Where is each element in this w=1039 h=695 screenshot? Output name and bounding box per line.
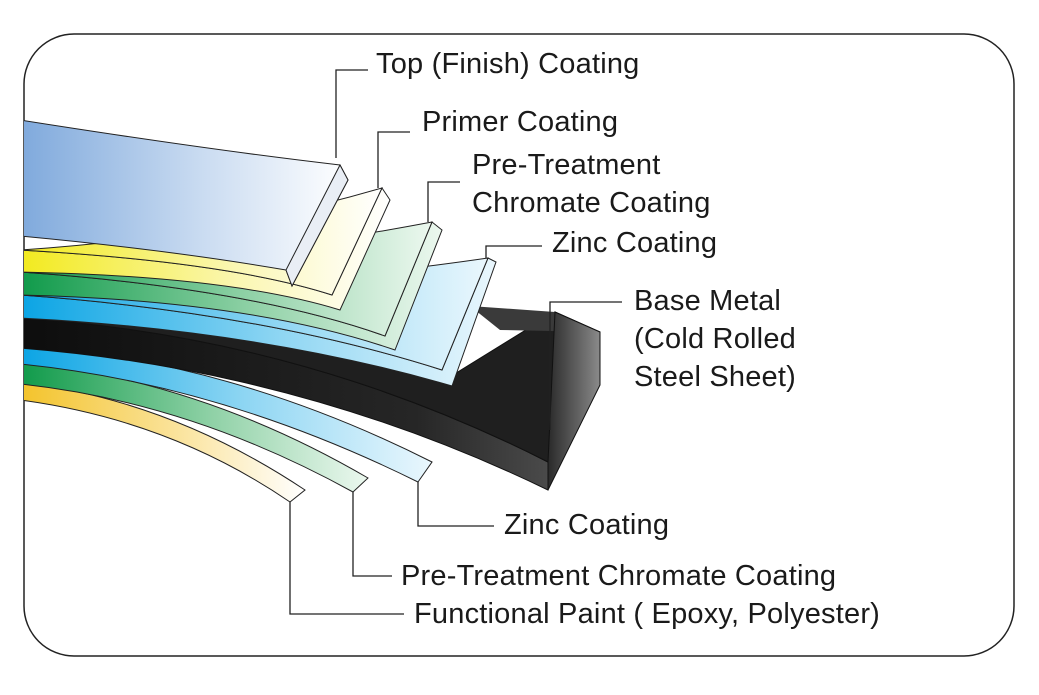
- base-metal-end-face: [547, 311, 601, 491]
- leader-zinc-top: [485, 245, 542, 258]
- leader-pretreat-top: [427, 181, 460, 222]
- leader-pretreat-bottom: [352, 492, 392, 577]
- leader-primer: [377, 131, 410, 188]
- label-zinc-coating-top: Zinc Coating: [552, 227, 718, 259]
- label-primer-coating: Primer Coating: [422, 106, 619, 138]
- label-base-metal-line1: Base Metal: [634, 285, 782, 317]
- leader-functional-paint: [289, 502, 404, 615]
- label-functional-paint: Functional Paint ( Epoxy, Polyester): [414, 598, 881, 630]
- label-base-metal-line3: Steel Sheet): [634, 361, 796, 393]
- label-top-finish-coating: Top (Finish) Coating: [376, 48, 640, 80]
- label-pretreatment-top-line1: Pre-Treatment: [472, 149, 661, 181]
- leader-lines: [289, 69, 622, 615]
- leader-top-finish: [335, 69, 368, 158]
- leader-base-metal: [549, 301, 622, 430]
- label-zinc-coating-bottom: Zinc Coating: [504, 509, 670, 541]
- label-base-metal-line2: (Cold Rolled: [634, 323, 796, 355]
- label-pretreatment-top-line2: Chromate Coating: [472, 187, 711, 219]
- leader-zinc-bottom: [417, 482, 494, 527]
- label-pretreatment-bottom: Pre-Treatment Chromate Coating: [401, 560, 837, 592]
- top-finish-edge: [285, 163, 349, 288]
